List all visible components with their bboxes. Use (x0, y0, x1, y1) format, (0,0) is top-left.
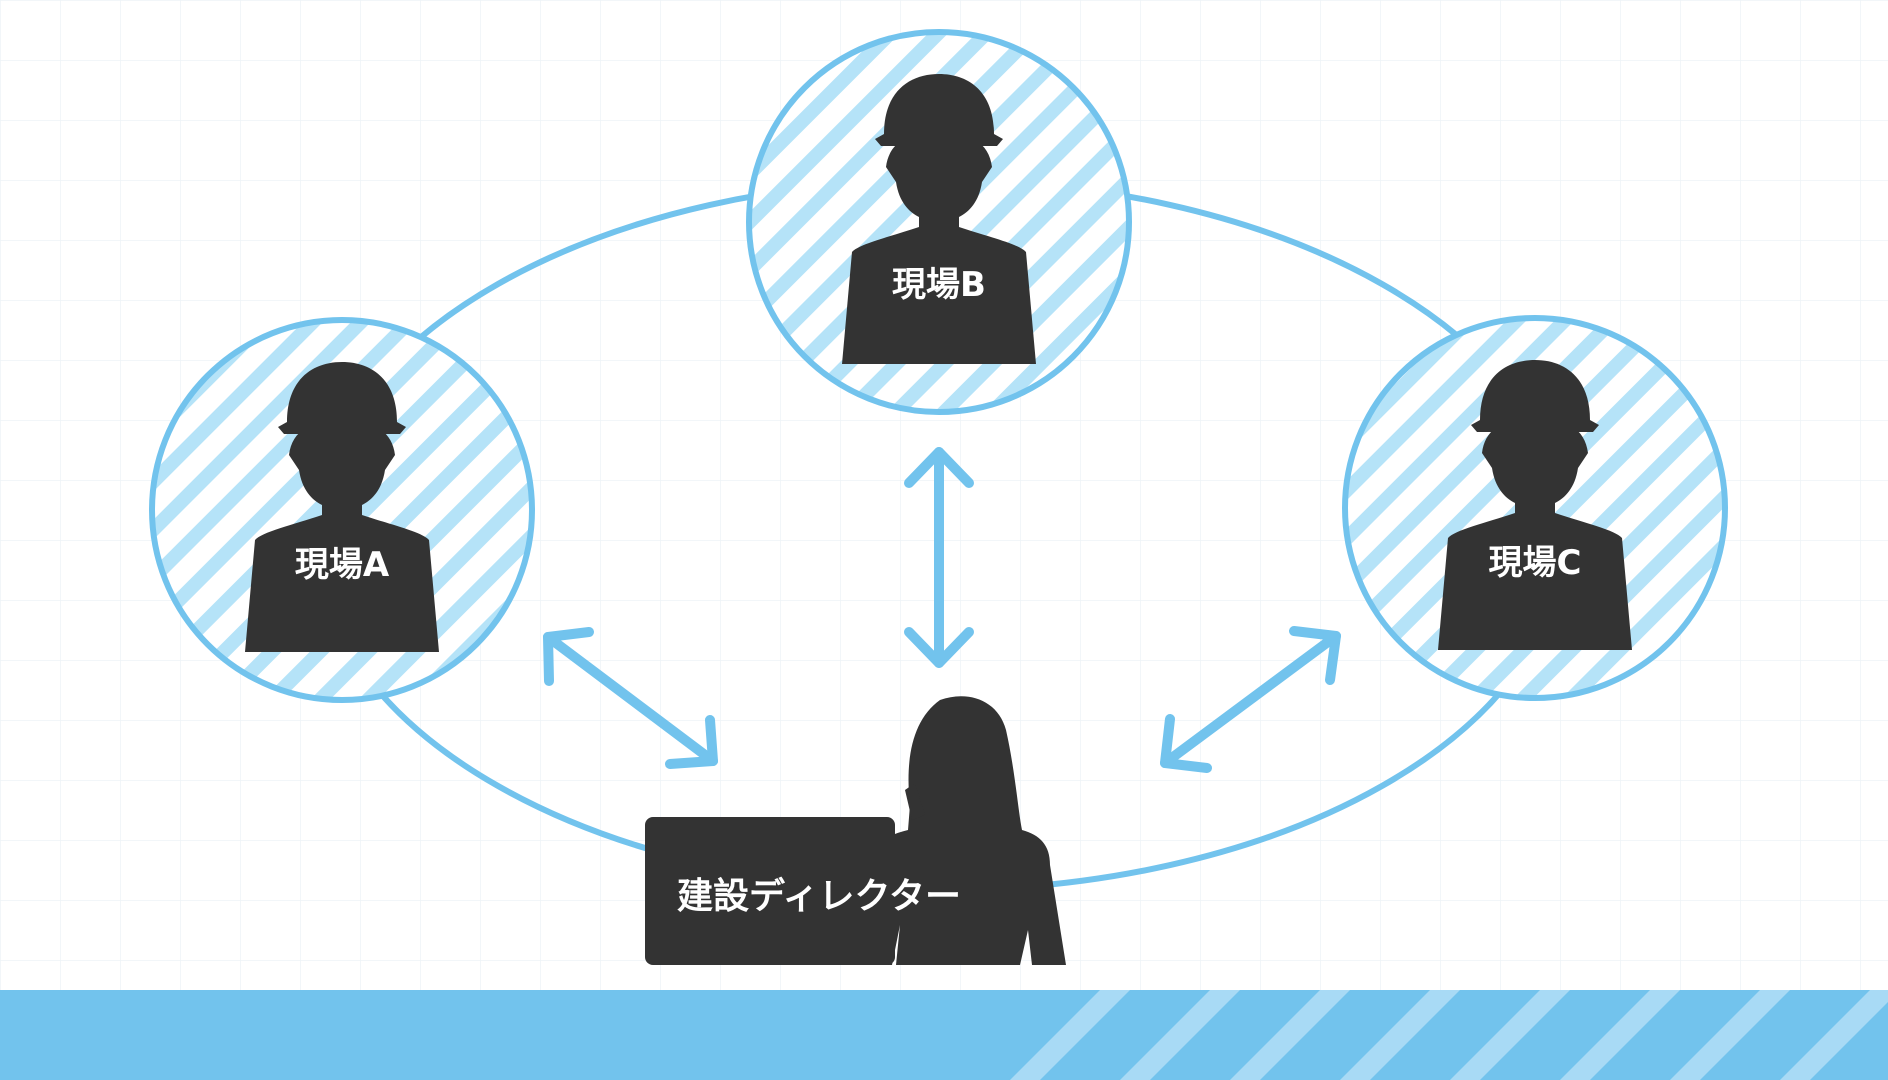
bottom-band-stripes (1010, 990, 1888, 1080)
double-arrow-icon (1160, 626, 1341, 773)
director-label-box (645, 817, 895, 965)
double-arrow-icon (904, 447, 974, 668)
hardhat-worker-silhouette-icon (1438, 360, 1632, 650)
site-ring-a (149, 317, 535, 703)
site-node-a: 現場A (149, 317, 535, 703)
hardhat-worker-silhouette-icon (245, 362, 439, 652)
site-ring-c (1342, 315, 1728, 701)
site-node-c: 現場C (1342, 315, 1728, 701)
double-arrow-icon (543, 627, 718, 769)
site-node-b: 現場B (746, 29, 1132, 415)
site-ring-b (746, 29, 1132, 415)
hardhat-worker-silhouette-icon (842, 74, 1036, 364)
female-phone-silhouette-icon (870, 696, 1066, 965)
director-node: 建設ディレクター (645, 696, 1066, 965)
site-label-b: 現場B (892, 265, 986, 305)
director-label: 建設ディレクター (677, 875, 961, 917)
site-label-c: 現場C (1489, 543, 1582, 583)
bottom-band (0, 990, 1888, 1080)
site-label-a: 現場A (295, 545, 390, 585)
